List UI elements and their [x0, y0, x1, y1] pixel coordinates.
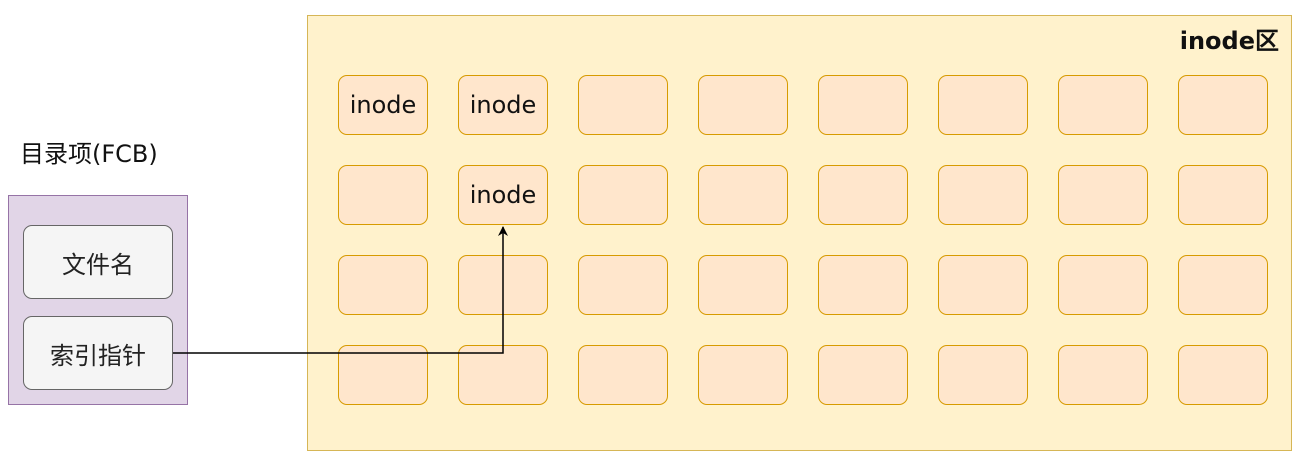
inode-block-empty [1058, 165, 1148, 225]
fcb-title: 目录项(FCB) [20, 140, 158, 168]
inode-block-empty [938, 255, 1028, 315]
inode-block-empty [698, 165, 788, 225]
inode-block-empty [698, 345, 788, 405]
inode-block-empty [1178, 165, 1268, 225]
inode-block-empty [338, 165, 428, 225]
inode-block-empty [578, 345, 668, 405]
inode-block-empty [1178, 345, 1268, 405]
inode-block-empty [698, 255, 788, 315]
inode-block-empty [578, 165, 668, 225]
inode-block-empty [1058, 345, 1148, 405]
filename-field: 文件名 [23, 225, 173, 299]
inode-block-empty [938, 75, 1028, 135]
inode-block-empty [1178, 75, 1268, 135]
inode-block-empty [1178, 255, 1268, 315]
inode-block-empty [818, 345, 908, 405]
inode-block-empty [338, 345, 428, 405]
index-pointer-field: 索引指针 [23, 316, 173, 390]
inode-block-empty [1058, 255, 1148, 315]
inode-block-empty [938, 165, 1028, 225]
inode-block-empty [338, 255, 428, 315]
inode-block-empty [818, 255, 908, 315]
inode-block: inode [458, 165, 548, 225]
inode-block: inode [338, 75, 428, 135]
inode-block-empty [578, 75, 668, 135]
inode-block-empty [818, 165, 908, 225]
inode-block-empty [818, 75, 908, 135]
inode-area-title: inode区 [1179, 27, 1279, 55]
inode-area: inode区 inode inode inode [307, 15, 1292, 451]
inode-block-empty [458, 255, 548, 315]
inode-block: inode [458, 75, 548, 135]
inode-block-empty [578, 255, 668, 315]
inode-block-empty [1058, 75, 1148, 135]
inode-block-empty [458, 345, 548, 405]
inode-block-empty [938, 345, 1028, 405]
inode-grid: inode inode inode [338, 75, 1268, 405]
inode-block-empty [698, 75, 788, 135]
